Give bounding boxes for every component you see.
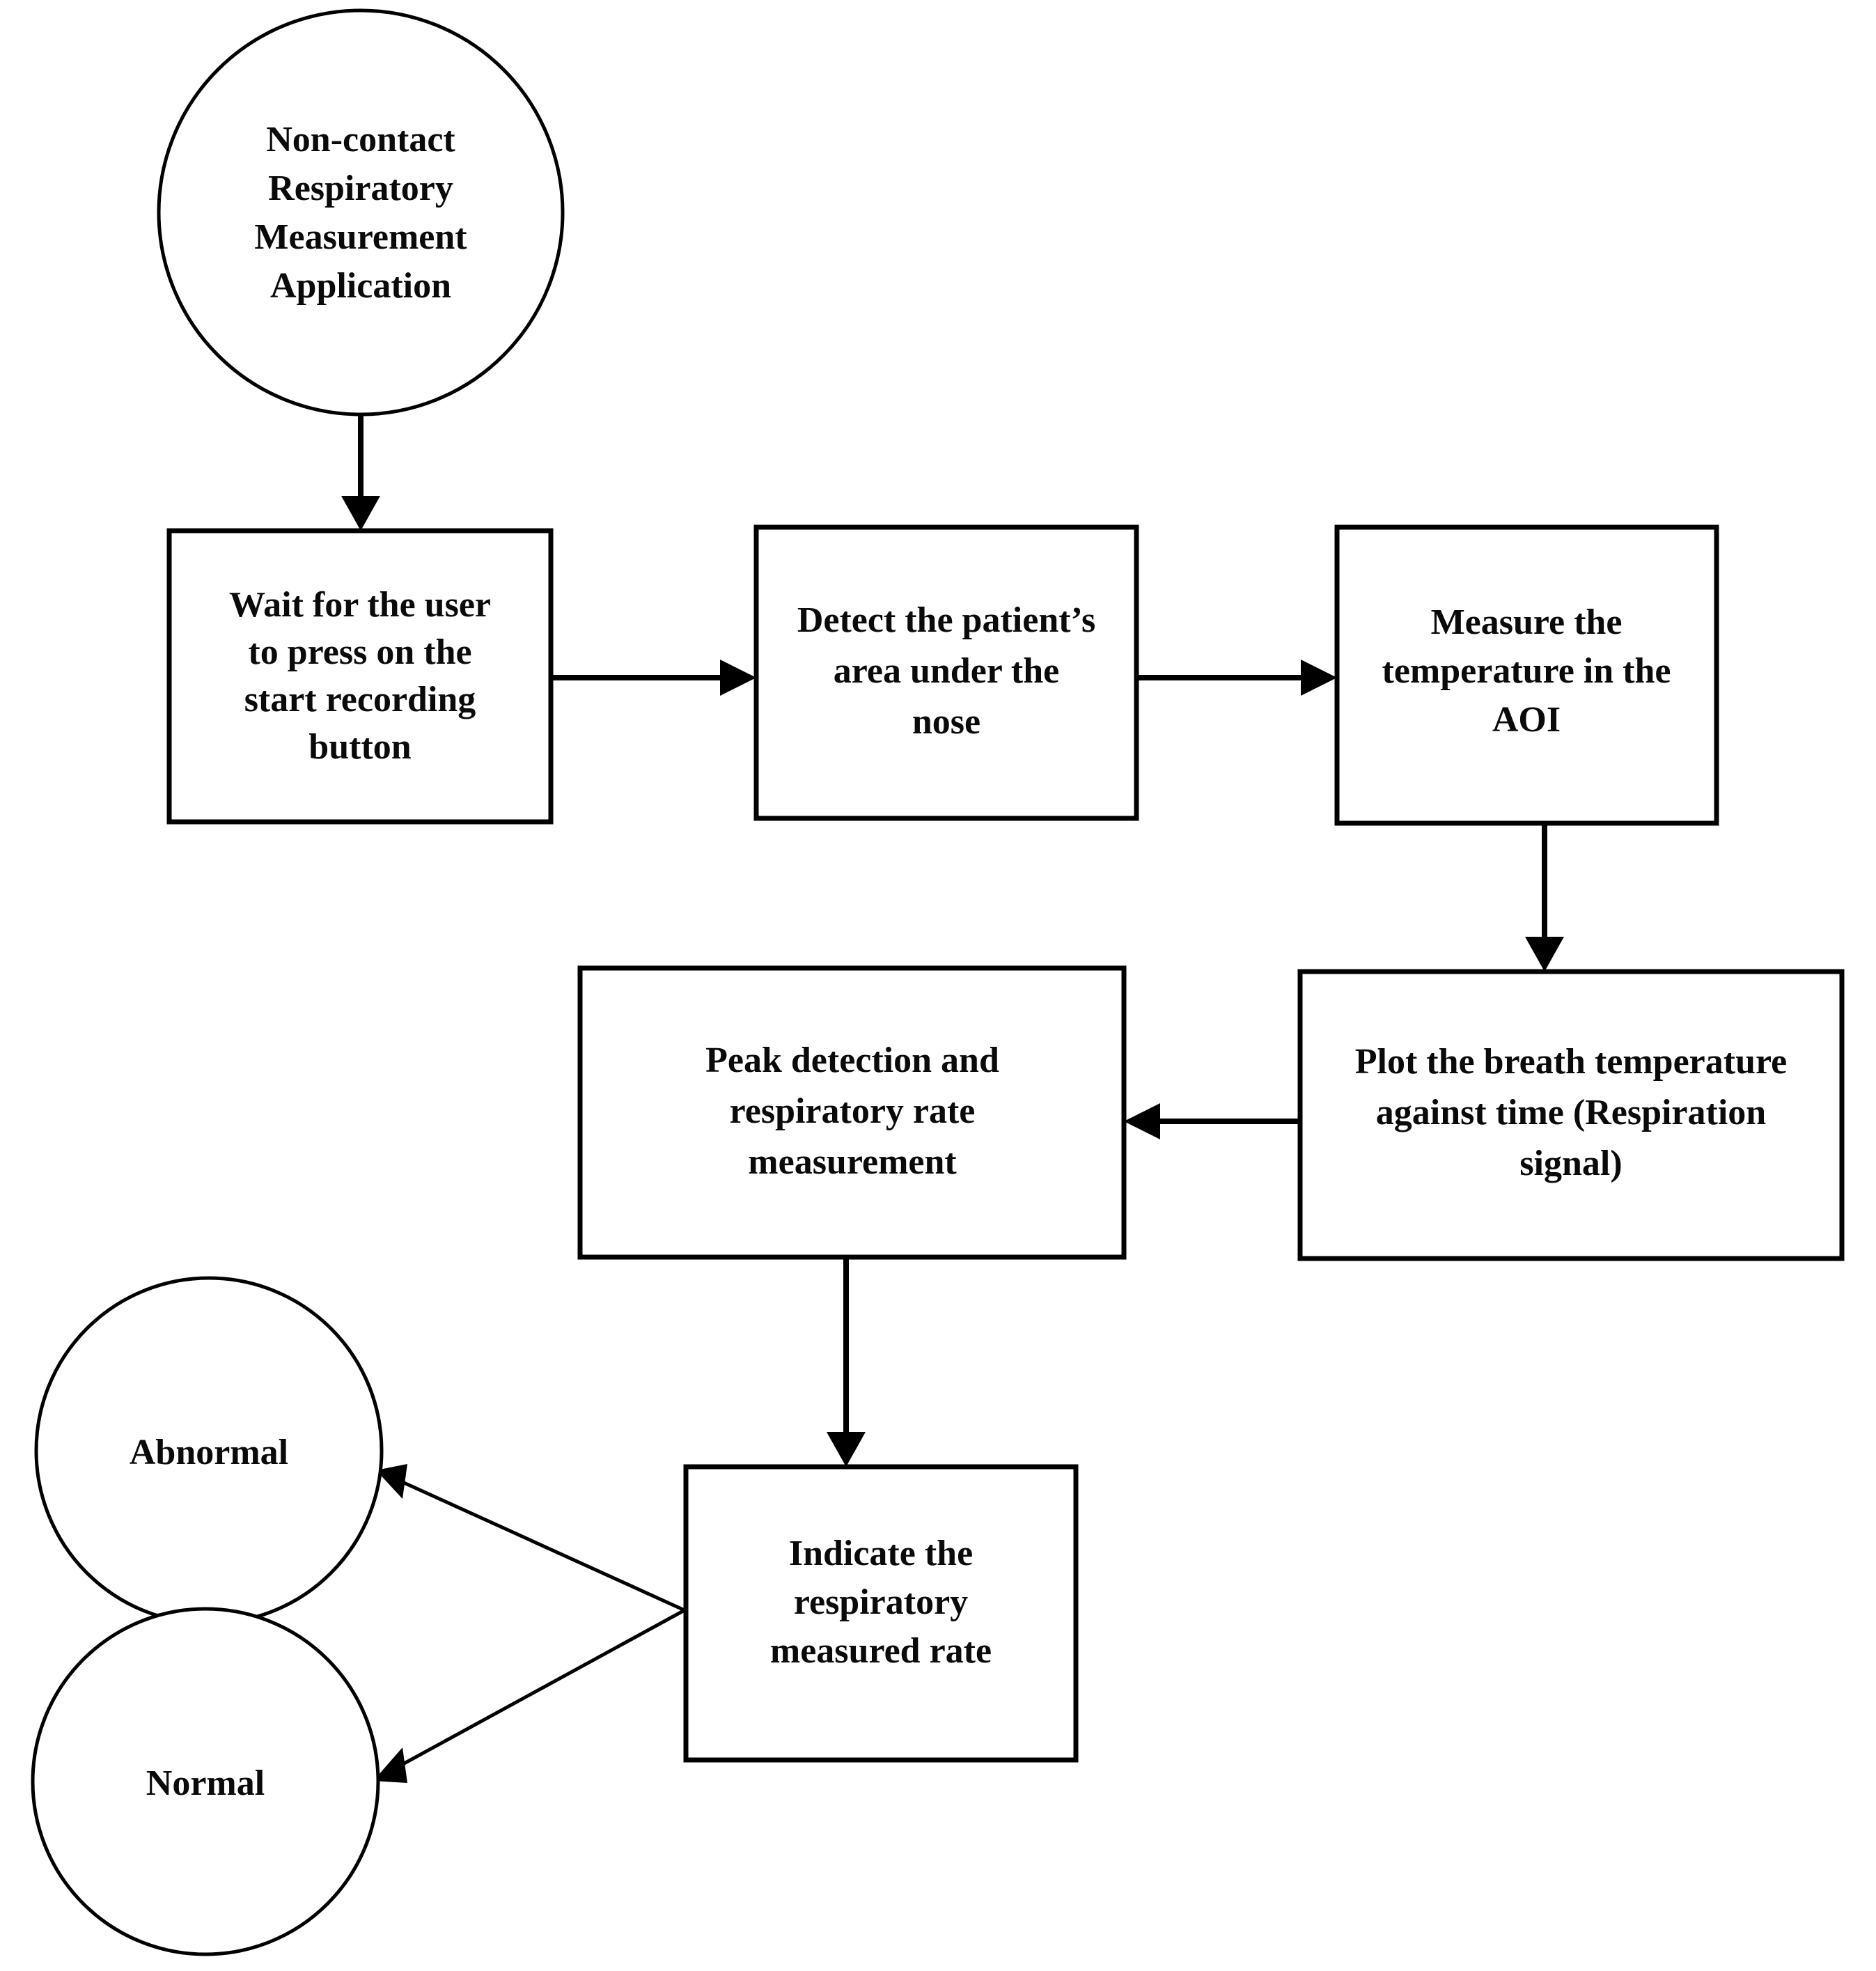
edge-measure-to-plot <box>1525 823 1564 972</box>
edge-plot-to-peak <box>1124 1103 1300 1139</box>
edge-indicate-to-normal-arrowhead-icon <box>373 1747 407 1783</box>
peak-detection-box-shape <box>577 965 1127 1260</box>
normal-circle-shape <box>31 1607 380 1956</box>
node-normal[interactable]: Normal <box>31 1607 380 1956</box>
edge-indicate-to-abnormal <box>376 1464 686 1612</box>
node-detect-area-under-nose[interactable]: Detect the patient’s area under the nose <box>753 524 1139 821</box>
detect-label-line-2: area under the <box>834 651 1060 691</box>
edge-peak-to-indicate <box>827 1257 866 1467</box>
edge-indicate-to-abnormal-line <box>401 1480 686 1612</box>
edge-indicate-to-abnormal-arrowhead-icon <box>376 1464 407 1499</box>
wait-label-line-3: start recording <box>244 680 476 719</box>
edge-detect-to-measure-arrowhead-icon <box>1301 660 1337 696</box>
start-label-line-2: Respiratory <box>268 169 453 208</box>
indicate-label-line-2: respiratory <box>794 1582 968 1622</box>
edge-wait-to-detect <box>551 660 756 696</box>
indicate-rate-box-shape <box>683 1464 1079 1763</box>
start-label-line-4: Application <box>270 266 451 306</box>
measure-label-line-1: Measure the <box>1431 602 1623 642</box>
edge-start-to-wait-arrowhead-icon <box>341 496 380 531</box>
node-measure-temperature[interactable]: Measure the temperature in the AOI <box>1334 524 1719 826</box>
normal-label: Normal <box>146 1763 265 1803</box>
start-label-line-3: Measurement <box>254 217 467 257</box>
peak-label-line-1: Peak detection and <box>705 1041 999 1080</box>
measure-temperature-box-shape <box>1334 524 1719 826</box>
indicate-label-line-3: measured rate <box>770 1631 992 1671</box>
peak-label-line-3: measurement <box>748 1142 957 1182</box>
start-label-line-1: Non-contact <box>266 120 455 159</box>
node-plot-respiration-signal[interactable]: Plot the breath temperature against time… <box>1297 969 1845 1261</box>
wait-label-line-1: Wait for the user <box>229 585 491 625</box>
abnormal-label: Abnormal <box>130 1433 288 1472</box>
edge-measure-to-plot-arrowhead-icon <box>1525 937 1564 972</box>
edge-plot-to-peak-arrowhead-icon <box>1124 1103 1160 1139</box>
plot-label-line-3: signal) <box>1519 1144 1622 1183</box>
indicate-label-line-1: Indicate the <box>789 1534 973 1573</box>
node-abnormal[interactable]: Abnormal <box>34 1276 384 1626</box>
node-wait-start-recording[interactable]: Wait for the user to press on the start … <box>166 528 554 825</box>
edge-indicate-to-normal-line <box>398 1608 686 1768</box>
detect-label-line-3: nose <box>912 702 980 742</box>
node-start[interactable]: Non-contact Respiratory Measurement Appl… <box>157 8 565 416</box>
measure-label-line-3: AOI <box>1492 700 1561 740</box>
edge-detect-to-measure <box>1136 660 1337 696</box>
node-peak-detection[interactable]: Peak detection and respiratory rate meas… <box>577 965 1127 1260</box>
node-indicate-rate[interactable]: Indicate the respiratory measured rate <box>683 1464 1079 1763</box>
wait-label-line-4: button <box>308 727 411 767</box>
edge-indicate-to-normal <box>373 1608 686 1783</box>
detect-label-line-1: Detect the patient’s <box>797 600 1095 640</box>
plot-label-line-1: Plot the breath temperature <box>1355 1042 1787 1082</box>
edge-peak-to-indicate-arrowhead-icon <box>827 1432 866 1467</box>
plot-label-line-2: against time (Respiration <box>1376 1093 1766 1132</box>
start-circle-shape <box>157 8 565 416</box>
edge-start-to-wait <box>341 413 380 531</box>
plot-respiration-box-shape <box>1297 969 1845 1261</box>
wait-start-recording-box-shape <box>166 528 554 825</box>
peak-label-line-2: respiratory rate <box>730 1091 976 1131</box>
measure-label-line-2: temperature in the <box>1382 651 1671 691</box>
detect-area-box-shape <box>753 524 1139 821</box>
edge-wait-to-detect-arrowhead-icon <box>720 660 756 696</box>
wait-label-line-2: to press on the <box>248 632 471 672</box>
